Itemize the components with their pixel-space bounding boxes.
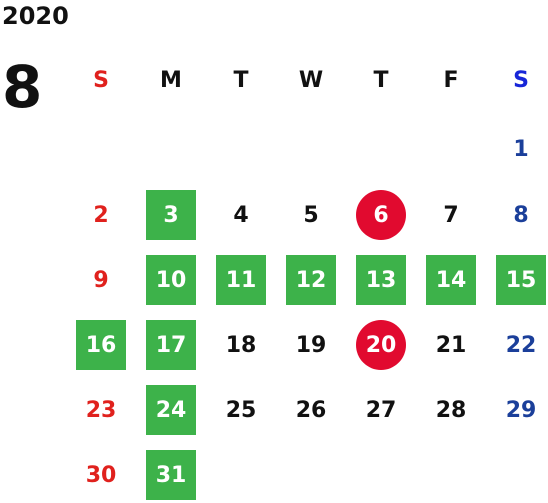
day-cell-25[interactable]: 25 <box>225 397 257 423</box>
day-cell-9[interactable]: 9 <box>93 267 109 293</box>
day-cell-20[interactable]: 20 <box>356 320 406 370</box>
day-cell-11[interactable]: 11 <box>216 255 266 305</box>
day-cell-26[interactable]: 26 <box>295 397 327 423</box>
day-cell-3[interactable]: 3 <box>146 190 196 240</box>
weekday-header-mon: M <box>160 67 182 93</box>
weekday-header-wed: W <box>298 67 324 93</box>
day-cell-1[interactable]: 1 <box>513 136 529 162</box>
day-cell-31[interactable]: 31 <box>146 450 196 500</box>
day-cell-29[interactable]: 29 <box>505 397 537 423</box>
day-cell-24[interactable]: 24 <box>146 385 196 435</box>
weekday-header-tue: T <box>233 67 249 93</box>
day-cell-21[interactable]: 21 <box>435 332 467 358</box>
day-cell-12[interactable]: 12 <box>286 255 336 305</box>
day-cell-16[interactable]: 16 <box>76 320 126 370</box>
day-cell-28[interactable]: 28 <box>435 397 467 423</box>
day-cell-5[interactable]: 5 <box>303 202 319 228</box>
day-cell-19[interactable]: 19 <box>295 332 327 358</box>
weekday-header-thu: T <box>373 67 389 93</box>
day-cell-13[interactable]: 13 <box>356 255 406 305</box>
year-label: 2020 <box>2 2 69 30</box>
day-cell-15[interactable]: 15 <box>496 255 546 305</box>
weekday-header-sun: S <box>93 67 109 93</box>
day-cell-14[interactable]: 14 <box>426 255 476 305</box>
month-number: 8 <box>2 53 43 121</box>
weekday-header-sat: S <box>513 67 529 93</box>
day-cell-17[interactable]: 17 <box>146 320 196 370</box>
day-cell-18[interactable]: 18 <box>225 332 257 358</box>
day-cell-30[interactable]: 30 <box>85 462 117 488</box>
day-cell-4[interactable]: 4 <box>233 202 249 228</box>
day-cell-6[interactable]: 6 <box>356 190 406 240</box>
weekday-header-fri: F <box>443 67 459 93</box>
day-cell-27[interactable]: 27 <box>365 397 397 423</box>
day-cell-10[interactable]: 10 <box>146 255 196 305</box>
day-cell-7[interactable]: 7 <box>443 202 459 228</box>
day-cell-23[interactable]: 23 <box>85 397 117 423</box>
day-cell-2[interactable]: 2 <box>93 202 109 228</box>
day-cell-8[interactable]: 8 <box>513 202 529 228</box>
day-cell-22[interactable]: 22 <box>505 332 537 358</box>
